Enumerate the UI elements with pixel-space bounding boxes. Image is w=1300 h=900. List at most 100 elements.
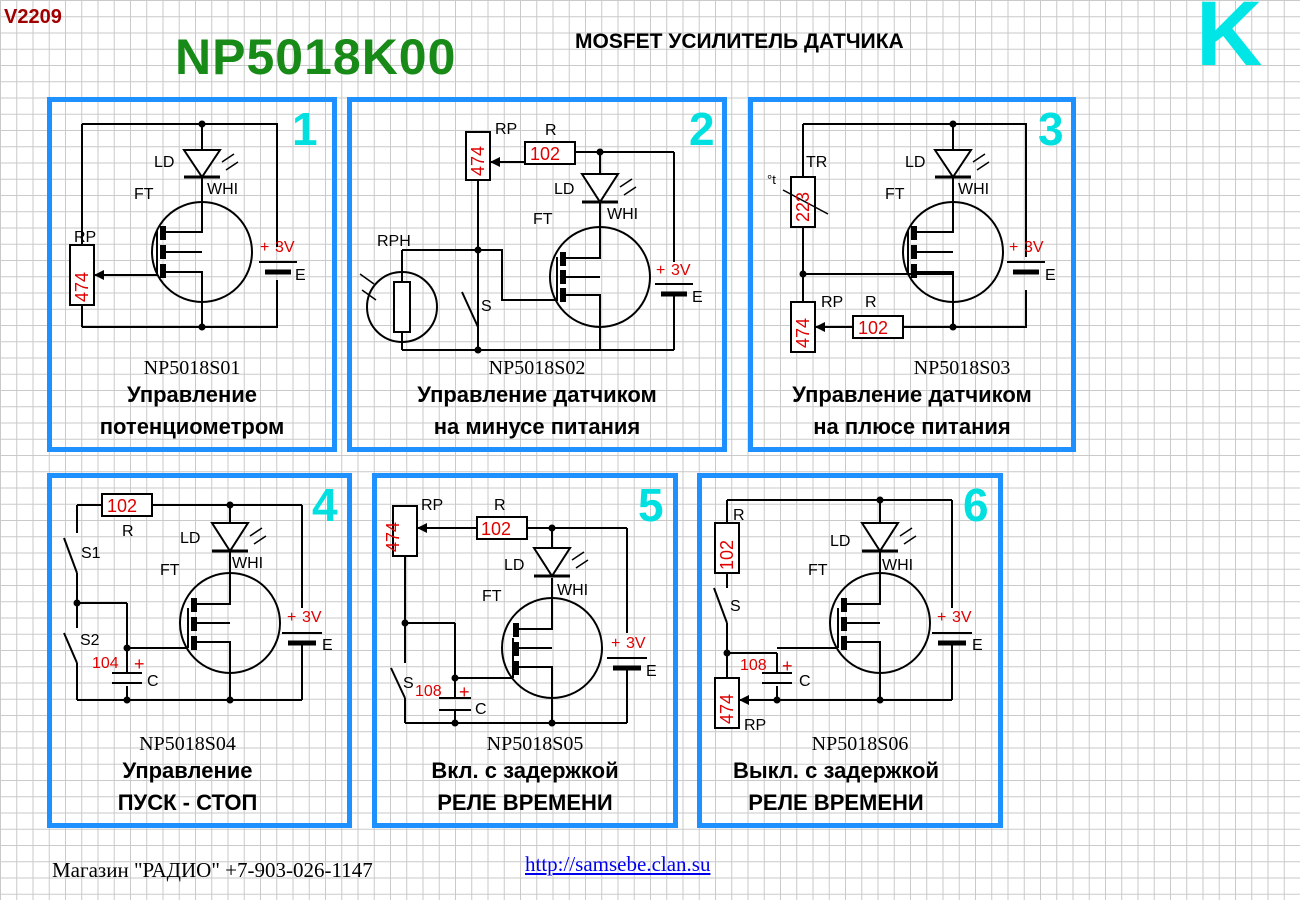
product-code: NP5018K00 — [175, 29, 457, 85]
r-value: 102 — [107, 496, 137, 516]
r-value: 102 — [530, 144, 560, 164]
panel-code: NP5018S04 — [139, 733, 236, 755]
ft-label: FT — [885, 186, 905, 203]
plus-sign: + — [260, 239, 269, 256]
panel-number: 1 — [292, 103, 318, 155]
panel-number: 2 — [689, 103, 715, 155]
rp-label: RP — [74, 229, 96, 246]
panel-desc-line2: РЕЛЕ ВРЕМЕНИ — [437, 790, 613, 815]
plus-sign: + — [1009, 239, 1018, 256]
battery-label: E — [692, 289, 703, 306]
ld-label: LD — [180, 530, 200, 547]
c-plus: + — [134, 654, 145, 674]
plus-sign: + — [656, 262, 665, 279]
panel-3: 3 TR °t 223 LD — [748, 97, 1076, 452]
plus-sign: + — [287, 609, 296, 626]
voltage-label: 3V — [275, 239, 295, 256]
battery-label: E — [295, 267, 306, 284]
switch-label: S — [730, 598, 741, 615]
r-label: R — [545, 122, 557, 139]
voltage-label: 3V — [302, 609, 322, 626]
panel-desc-line1: Управление датчиком — [417, 382, 657, 407]
c-label: C — [147, 673, 159, 690]
whi-label: WHI — [882, 557, 913, 574]
shop-contact: Магазин "РАДИО" +7-903-026-1147 — [52, 858, 373, 882]
ld-label: LD — [504, 557, 524, 574]
panel-desc-line1: Управление датчиком — [792, 382, 1032, 407]
c-plus: + — [459, 682, 470, 702]
ft-label: FT — [482, 588, 502, 605]
c-label: C — [799, 673, 811, 690]
panel-desc-line1: Вкл. с задержкой — [431, 758, 619, 783]
schematic-6: R 102 S LD WHI FT 108 + C 474 RP + 3V E — [713, 496, 983, 734]
battery-label: E — [646, 663, 657, 680]
switch-label: S — [481, 298, 492, 315]
panel-code: NP5018S06 — [811, 733, 909, 755]
panel-desc-line2: на плюсе питания — [813, 414, 1011, 439]
panel-code: NP5018S05 — [486, 733, 584, 755]
panel-code: NP5018S01 — [143, 357, 241, 379]
c-value: 104 — [92, 655, 119, 672]
temp-label: °t — [767, 172, 776, 187]
schematic-5: RP 474 R 102 LD WHI FT S 108 + C + 3V E — [383, 497, 657, 727]
tr-value: 223 — [793, 192, 813, 222]
panel-number: 4 — [312, 479, 338, 531]
panel-code: NP5018S02 — [488, 357, 586, 379]
rp-label: RP — [821, 294, 843, 311]
panel-code: NP5018S03 — [913, 357, 1011, 379]
panel-1: 1 RP 474 LD WHI FT + 3V E NP50 — [47, 97, 337, 452]
c-label: C — [475, 701, 487, 718]
r-value: 102 — [481, 519, 511, 539]
panel-number: 6 — [963, 479, 989, 531]
version-label: V2209 — [4, 6, 62, 28]
ld-label: LD — [154, 154, 174, 171]
c-value: 108 — [415, 683, 442, 700]
rp-value: 474 — [717, 694, 737, 724]
panel-desc-line1: Выкл. с задержкой — [732, 758, 939, 783]
switch-label: S — [403, 675, 414, 692]
rp-label: RP — [495, 121, 517, 138]
rp-resistor — [69, 244, 95, 306]
schematic-2: RP 474 R 102 LD WHI FT RPH S + 3V E — [359, 121, 703, 354]
panel-desc-line2: на минусе питания — [433, 414, 641, 439]
ft-label: FT — [134, 186, 154, 203]
panel-2: 2 — [347, 97, 727, 452]
rp-value: 474 — [72, 272, 92, 302]
page-title: MOSFET УСИЛИТЕЛЬ ДАТЧИКА — [575, 30, 904, 53]
website-link[interactable]: http://samsebe.clan.su — [525, 852, 711, 876]
plus-sign: + — [937, 609, 946, 626]
panel-5: 5 — [372, 473, 678, 828]
panel-number: 5 — [638, 479, 664, 531]
battery-label: E — [972, 637, 983, 654]
r-label: R — [733, 507, 745, 524]
panel-desc-line1: Управление — [126, 382, 257, 407]
ft-label: FT — [160, 562, 180, 579]
panel-6: 6 — [697, 473, 1003, 828]
s2-label: S2 — [80, 632, 100, 649]
battery-label: E — [322, 637, 333, 654]
led-symbol — [182, 149, 222, 179]
voltage-label: 3V — [952, 609, 972, 626]
r-label: R — [865, 294, 877, 311]
panel-desc-line2: потенциометром — [99, 414, 285, 439]
schematic-4: 102 R S1 S2 LD WHI FT 104 + C + 3V E — [63, 493, 333, 704]
r-label: R — [122, 523, 134, 540]
voltage-label: 3V — [671, 262, 691, 279]
whi-label: WHI — [232, 555, 263, 572]
panel-4: 4 — [47, 473, 352, 828]
rp-value: 474 — [793, 318, 813, 348]
voltage-label: 3V — [1024, 239, 1044, 256]
whi-label: WHI — [607, 206, 638, 223]
r-label: R — [494, 497, 506, 514]
ft-label: FT — [533, 211, 553, 228]
schematic-1: RP 474 LD WHI FT + 3V E — [69, 120, 306, 331]
schematic-3: TR °t 223 LD WHI FT RP 474 R 102 + 3V E — [767, 120, 1056, 353]
rp-label: RP — [744, 717, 766, 734]
tr-label: TR — [806, 154, 827, 171]
c-value: 108 — [740, 657, 767, 674]
whi-label: WHI — [557, 582, 588, 599]
rp-value: 474 — [468, 146, 488, 176]
r-value: 102 — [717, 540, 737, 570]
whi-label: WHI — [207, 181, 238, 198]
panel-desc-line1: Управление — [122, 758, 253, 783]
